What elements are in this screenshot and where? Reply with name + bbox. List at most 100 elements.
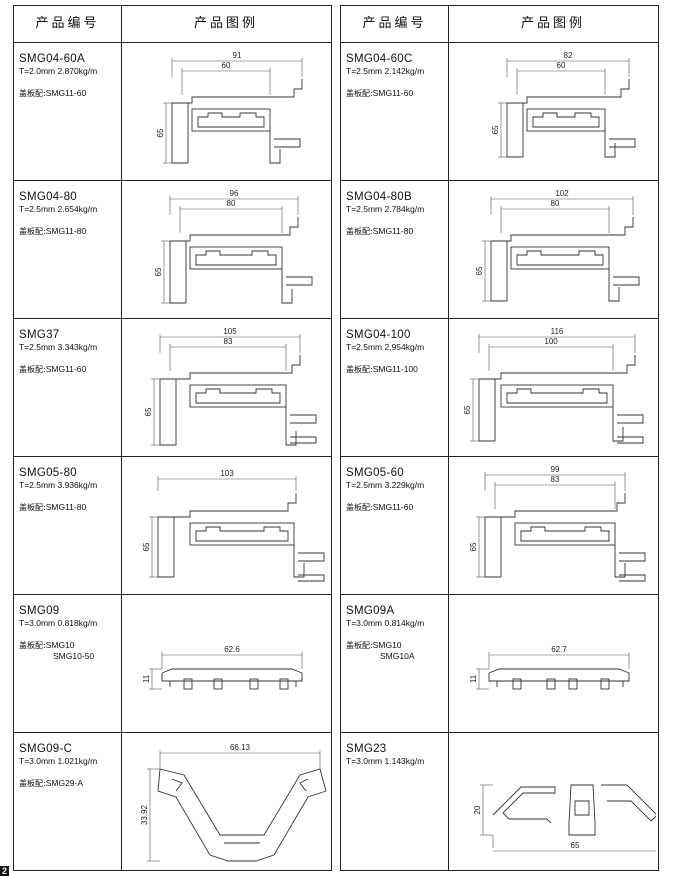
- profile-foot: [546, 678, 556, 690]
- profile-foot: [213, 678, 223, 690]
- dimension-label: 60: [557, 61, 566, 70]
- dimension-label: 62.6: [224, 645, 240, 654]
- dimension-label: 103: [220, 469, 234, 478]
- profile-body: [510, 246, 610, 270]
- profile-outline: [479, 355, 636, 441]
- dimension-label: 96: [230, 189, 239, 198]
- profile-fin: [290, 436, 317, 444]
- dimension-label: 62.7: [551, 645, 567, 654]
- profile-leg: [171, 103, 188, 164]
- profile-hook: [293, 545, 325, 578]
- product-spec: T=2.5mm 2.142kg/m: [346, 66, 425, 76]
- profile-body: [526, 108, 606, 132]
- dimension-label: 65: [142, 542, 151, 551]
- cover-plate-code: SMG11-80: [372, 226, 414, 236]
- dimension-label: 105: [223, 327, 237, 336]
- cover-plate-label: 盖板配:: [19, 89, 46, 98]
- dimension-label: 20: [473, 805, 482, 814]
- profile-foot: [183, 678, 193, 690]
- cover-plate-code: SMG11-60: [45, 364, 87, 374]
- cover-plate-label: 盖板配:: [346, 365, 373, 374]
- header-product-code: 产品编号: [35, 16, 100, 31]
- dimension-label: 65: [571, 841, 580, 850]
- dimension-label: 33.92: [140, 804, 149, 825]
- cover-plate-label: 盖板配:: [19, 365, 46, 374]
- profile-leg: [169, 241, 186, 304]
- product-spec: T=2.5mm 3.936kg/m: [19, 480, 98, 490]
- profile-body: [191, 108, 271, 132]
- cover-plate-label: 盖板配:: [19, 503, 46, 512]
- profile-channel: [195, 250, 277, 266]
- cover-plate-code: SMG11-80: [45, 502, 87, 512]
- profile-body: [500, 384, 614, 408]
- profile-body: [514, 522, 616, 546]
- product-spec: T=2.0mm 2.870kg/m: [19, 66, 98, 76]
- profile-hook: [281, 269, 313, 304]
- dimension-label: 82: [564, 51, 573, 60]
- dimension-label: 100: [544, 337, 558, 346]
- page-number: 2: [0, 866, 10, 876]
- product-spec: T=2.5mm 2.654kg/m: [19, 204, 98, 214]
- profile-leg: [159, 379, 176, 446]
- profile-outline: [507, 79, 630, 157]
- cover-plate-info: 盖板配:SMG11-80: [346, 226, 446, 237]
- profile-fin: [617, 436, 644, 444]
- profile-drawing-svg: 62.611: [142, 645, 303, 690]
- profile-outline: [170, 217, 299, 303]
- profile-channel: [195, 526, 289, 542]
- profile-leg: [490, 241, 507, 302]
- profile-hook: [269, 131, 301, 164]
- product-spec: T=2.5mm 2.954kg/m: [346, 342, 425, 352]
- cover-plate-label: 盖板配:: [346, 503, 373, 512]
- profile-foot: [568, 678, 578, 690]
- cover-plate-code: SMG10: [45, 640, 75, 650]
- cover-plate-info: 盖板配:SMG11-60: [346, 88, 446, 99]
- profile-foot: [600, 678, 610, 690]
- product-spec: T=3.0mm 1.143kg/m: [346, 756, 425, 766]
- profile-hook: [285, 407, 317, 446]
- dimension-label: 83: [224, 337, 233, 346]
- profile-channel: [197, 112, 265, 128]
- dimension-label: 80: [227, 199, 236, 208]
- column-divider: [448, 6, 449, 870]
- cover-plate-label: 盖板配:: [346, 89, 373, 98]
- profile-base: [568, 800, 596, 836]
- product-code: SMG04-80: [19, 191, 78, 203]
- dimension-label: 60: [222, 61, 231, 70]
- cover-plate-info: 盖板配:SMG11-100: [346, 364, 446, 375]
- product-code: SMG04-100: [346, 329, 411, 341]
- cover-plate-info: 盖板配:SMG11-60: [346, 502, 446, 513]
- dimension-label: 65: [469, 542, 478, 551]
- product-drawing: 103 65: [124, 459, 329, 592]
- cover-plate-code: SMG29-A: [45, 778, 84, 788]
- dimension-label: 91: [233, 51, 242, 60]
- cover-plate-code: SMG11-100: [372, 364, 418, 374]
- dimension-label: 65: [491, 125, 500, 134]
- profile-hook: [608, 269, 640, 302]
- cover-plate-code: SMG11-60: [372, 502, 414, 512]
- profile-hook: [614, 545, 646, 578]
- header-product-code: 产品编号: [362, 16, 427, 31]
- cover-plate-code: SMG10A: [380, 651, 415, 661]
